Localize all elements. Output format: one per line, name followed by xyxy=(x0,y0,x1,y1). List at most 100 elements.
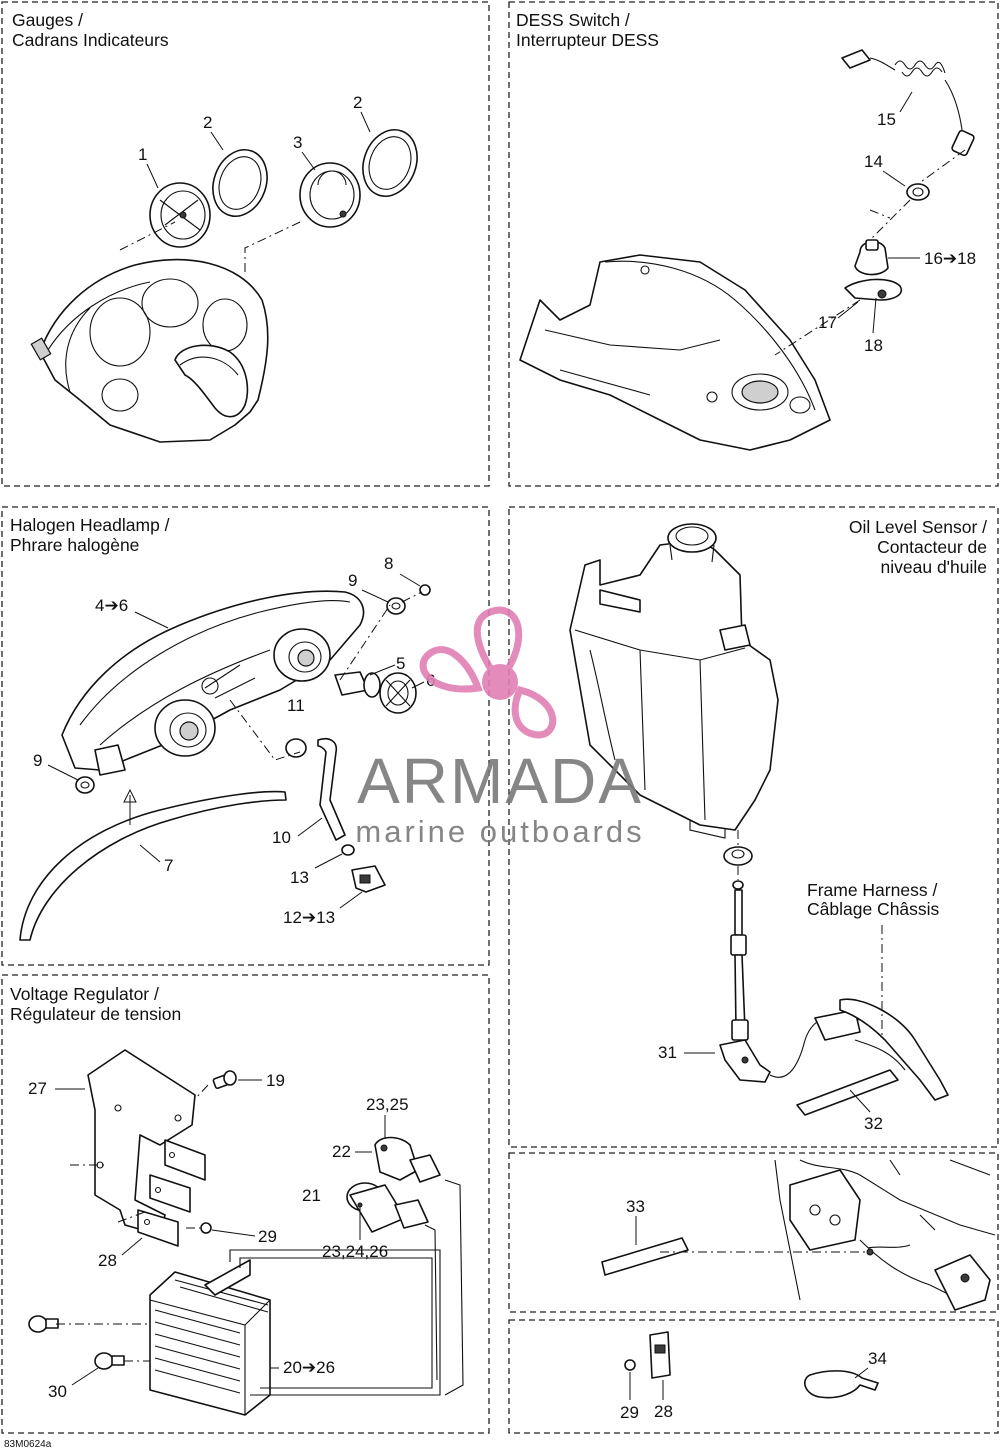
headlamp-seal-7 xyxy=(19,790,287,941)
frame-harness-wiring xyxy=(769,998,949,1101)
callout-gauges-2a: 2 xyxy=(203,113,212,132)
callout-halogen-12-13: 12➔13 xyxy=(283,908,335,927)
dess-assembly-line xyxy=(774,149,966,356)
propeller-icon xyxy=(419,606,557,739)
panel-oil xyxy=(508,506,999,1148)
regulator-screw-19 xyxy=(212,1070,237,1090)
callout-halogen-10: 10 xyxy=(272,828,291,847)
dess-lanyard-15 xyxy=(841,49,975,157)
callout-halogen-5: 5 xyxy=(396,654,405,673)
headlamp-screw-8 xyxy=(419,584,431,596)
callout-halogen-13: 13 xyxy=(290,868,309,887)
dess-switch-16 xyxy=(854,239,889,276)
gauge-cluster-housing xyxy=(30,258,269,443)
headlamp-bulb-5 xyxy=(334,671,381,698)
small-bracket-28 xyxy=(649,1331,671,1379)
callout-halogen-8: 8 xyxy=(384,554,393,573)
armada-watermark: ARMADA marine outboards xyxy=(355,606,644,849)
gauge-1 xyxy=(149,182,211,248)
headlamp-connector-12 xyxy=(351,865,386,893)
callout-gauges-1: 1 xyxy=(138,145,147,164)
regulator-bolt-upper xyxy=(28,1315,59,1333)
headlamp-assembly xyxy=(61,590,365,776)
regulator-washer-29 xyxy=(200,1222,212,1234)
oil-title-2: Contacteur de xyxy=(877,537,987,557)
callout-volt-20-26: 20➔26 xyxy=(283,1358,335,1377)
voltage-title-2: Régulateur de tension xyxy=(10,1004,181,1024)
dess-title-2: Interrupteur DESS xyxy=(516,30,659,50)
headlamp-harness-10 xyxy=(285,737,346,841)
frame-structure xyxy=(774,1159,996,1311)
reference-code: 83M0624a xyxy=(4,1439,52,1450)
callout-volt-23-25: 23,25 xyxy=(366,1095,409,1114)
panel-halogen xyxy=(1,506,490,966)
frame-title-1: Frame Harness / xyxy=(807,880,937,900)
panel-small xyxy=(508,1319,999,1434)
callout-oil-31: 31 xyxy=(658,1043,677,1062)
callout-small-29: 29 xyxy=(620,1403,639,1422)
frame-title-2: Câblage Châssis xyxy=(807,899,940,919)
dess-title-1: DESS Switch / xyxy=(516,10,630,30)
callout-frame-33: 33 xyxy=(626,1197,645,1216)
callout-volt-19: 19 xyxy=(266,1071,285,1090)
halogen-title-1: Halogen Headlamp / xyxy=(10,515,170,535)
headlamp-nut-9b xyxy=(75,776,95,794)
small-washer-29 xyxy=(624,1359,636,1371)
tape-33 xyxy=(601,1237,689,1276)
headlamp-grommet-13 xyxy=(341,844,355,856)
cable-tie-34 xyxy=(804,1370,879,1399)
connector-22 xyxy=(374,1136,441,1183)
callout-volt-23-24-26: 23,24,26 xyxy=(322,1242,388,1261)
connector-21 xyxy=(346,1182,429,1233)
panel-gauges xyxy=(1,1,490,487)
callout-halogen-9b: 9 xyxy=(33,751,42,770)
gauge-3 xyxy=(299,162,361,228)
voltage-regulator-unit xyxy=(149,1259,271,1416)
oil-title-1: Oil Level Sensor / xyxy=(849,517,987,537)
callout-volt-29: 29 xyxy=(258,1227,277,1246)
callout-halogen-7: 7 xyxy=(164,856,173,875)
callout-halogen-9a: 9 xyxy=(348,571,357,590)
watermark-tagline: marine outboards xyxy=(355,814,644,849)
callout-dess-17: 17 xyxy=(818,313,837,332)
gauges-title-1: Gauges / xyxy=(12,10,83,30)
panel-frame xyxy=(508,1152,999,1313)
callout-volt-21: 21 xyxy=(302,1186,321,1205)
callout-small-34: 34 xyxy=(868,1349,887,1368)
panel-dess xyxy=(508,1,999,487)
dess-nut-14 xyxy=(906,183,930,201)
callout-small-28: 28 xyxy=(654,1402,673,1421)
callout-gauges-3: 3 xyxy=(293,133,302,152)
gauges-title-2: Cadrans Indicateurs xyxy=(12,30,169,50)
regulator-plates-28 xyxy=(137,1139,206,1247)
dess-console xyxy=(519,254,831,451)
gauges-assembly-line xyxy=(119,221,301,272)
oil-title-3: niveau d'huile xyxy=(881,557,987,577)
callout-volt-28: 28 xyxy=(98,1251,117,1270)
callout-volt-22: 22 xyxy=(332,1142,351,1161)
tape-32 xyxy=(796,1069,899,1116)
watermark-brand: ARMADA xyxy=(357,745,643,817)
callout-halogen-4-6: 4➔6 xyxy=(95,596,128,615)
callout-oil-32: 32 xyxy=(864,1114,883,1133)
callout-volt-30: 30 xyxy=(48,1382,67,1401)
halogen-title-2: Phrare halogène xyxy=(10,535,139,555)
regulator-bolt-30 xyxy=(94,1352,125,1370)
callout-volt-27: 27 xyxy=(28,1079,47,1098)
headlamp-nut-9a xyxy=(386,597,406,615)
callout-dess-16-18: 16➔18 xyxy=(924,249,976,268)
oil-level-sensor-31 xyxy=(719,889,771,1083)
gauge-ring-2b xyxy=(362,129,418,197)
gauge-ring-2a xyxy=(212,149,268,217)
voltage-title-1: Voltage Regulator / xyxy=(10,984,159,1004)
callout-gauges-2b: 2 xyxy=(353,93,362,112)
oil-sensor-grommet xyxy=(723,846,753,890)
callout-halogen-11: 11 xyxy=(287,696,305,715)
headlamp-retainer-6 xyxy=(379,672,417,714)
panel-voltage xyxy=(1,974,490,1434)
regulator-wiring xyxy=(229,1179,464,1396)
oil-tank xyxy=(569,523,779,839)
dess-bracket-17 xyxy=(844,278,902,301)
callout-dess-15: 15 xyxy=(877,110,896,129)
